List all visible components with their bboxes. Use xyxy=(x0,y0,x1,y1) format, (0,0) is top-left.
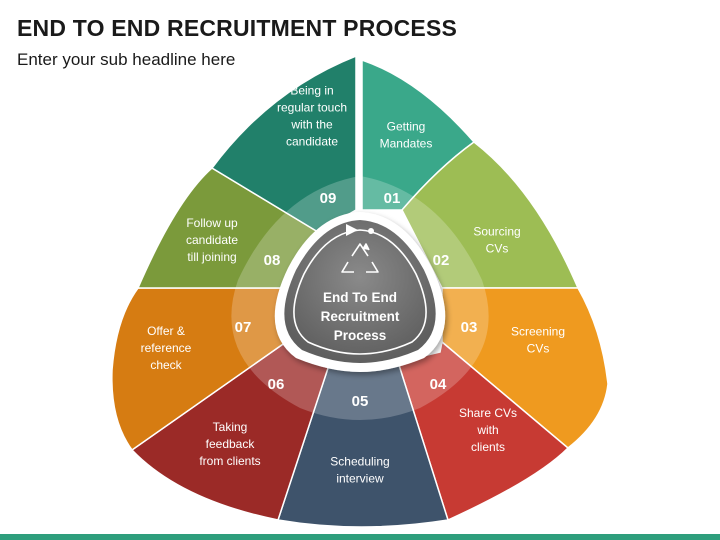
segment-number-05: 05 xyxy=(352,393,369,410)
ring-dot-icon xyxy=(368,228,374,234)
segment-number-03: 03 xyxy=(461,319,478,336)
segment-07 xyxy=(111,287,287,452)
segment-number-09: 09 xyxy=(320,190,337,207)
center-hub-inner-ring xyxy=(293,229,427,355)
recycle-arrows-icon xyxy=(341,243,379,273)
segment-number-08: 08 xyxy=(264,252,281,269)
segment-number-04: 04 xyxy=(430,376,447,393)
segment-number-01: 01 xyxy=(384,190,401,207)
page-title: END TO END RECRUITMENT PROCESS xyxy=(17,15,458,41)
segments-layer xyxy=(111,54,609,528)
segment-05 xyxy=(277,361,449,528)
segment-number-07: 07 xyxy=(235,319,252,336)
play-arrow-icon xyxy=(346,224,358,236)
bottom-accent-bar xyxy=(0,534,720,540)
segment-09 xyxy=(210,54,357,233)
center-hub-body xyxy=(284,220,436,363)
segment-number-02: 02 xyxy=(433,252,450,269)
segment-03 xyxy=(441,287,609,449)
page-subtitle: Enter your sub headline here xyxy=(17,50,236,69)
segment-number-06: 06 xyxy=(268,376,285,393)
